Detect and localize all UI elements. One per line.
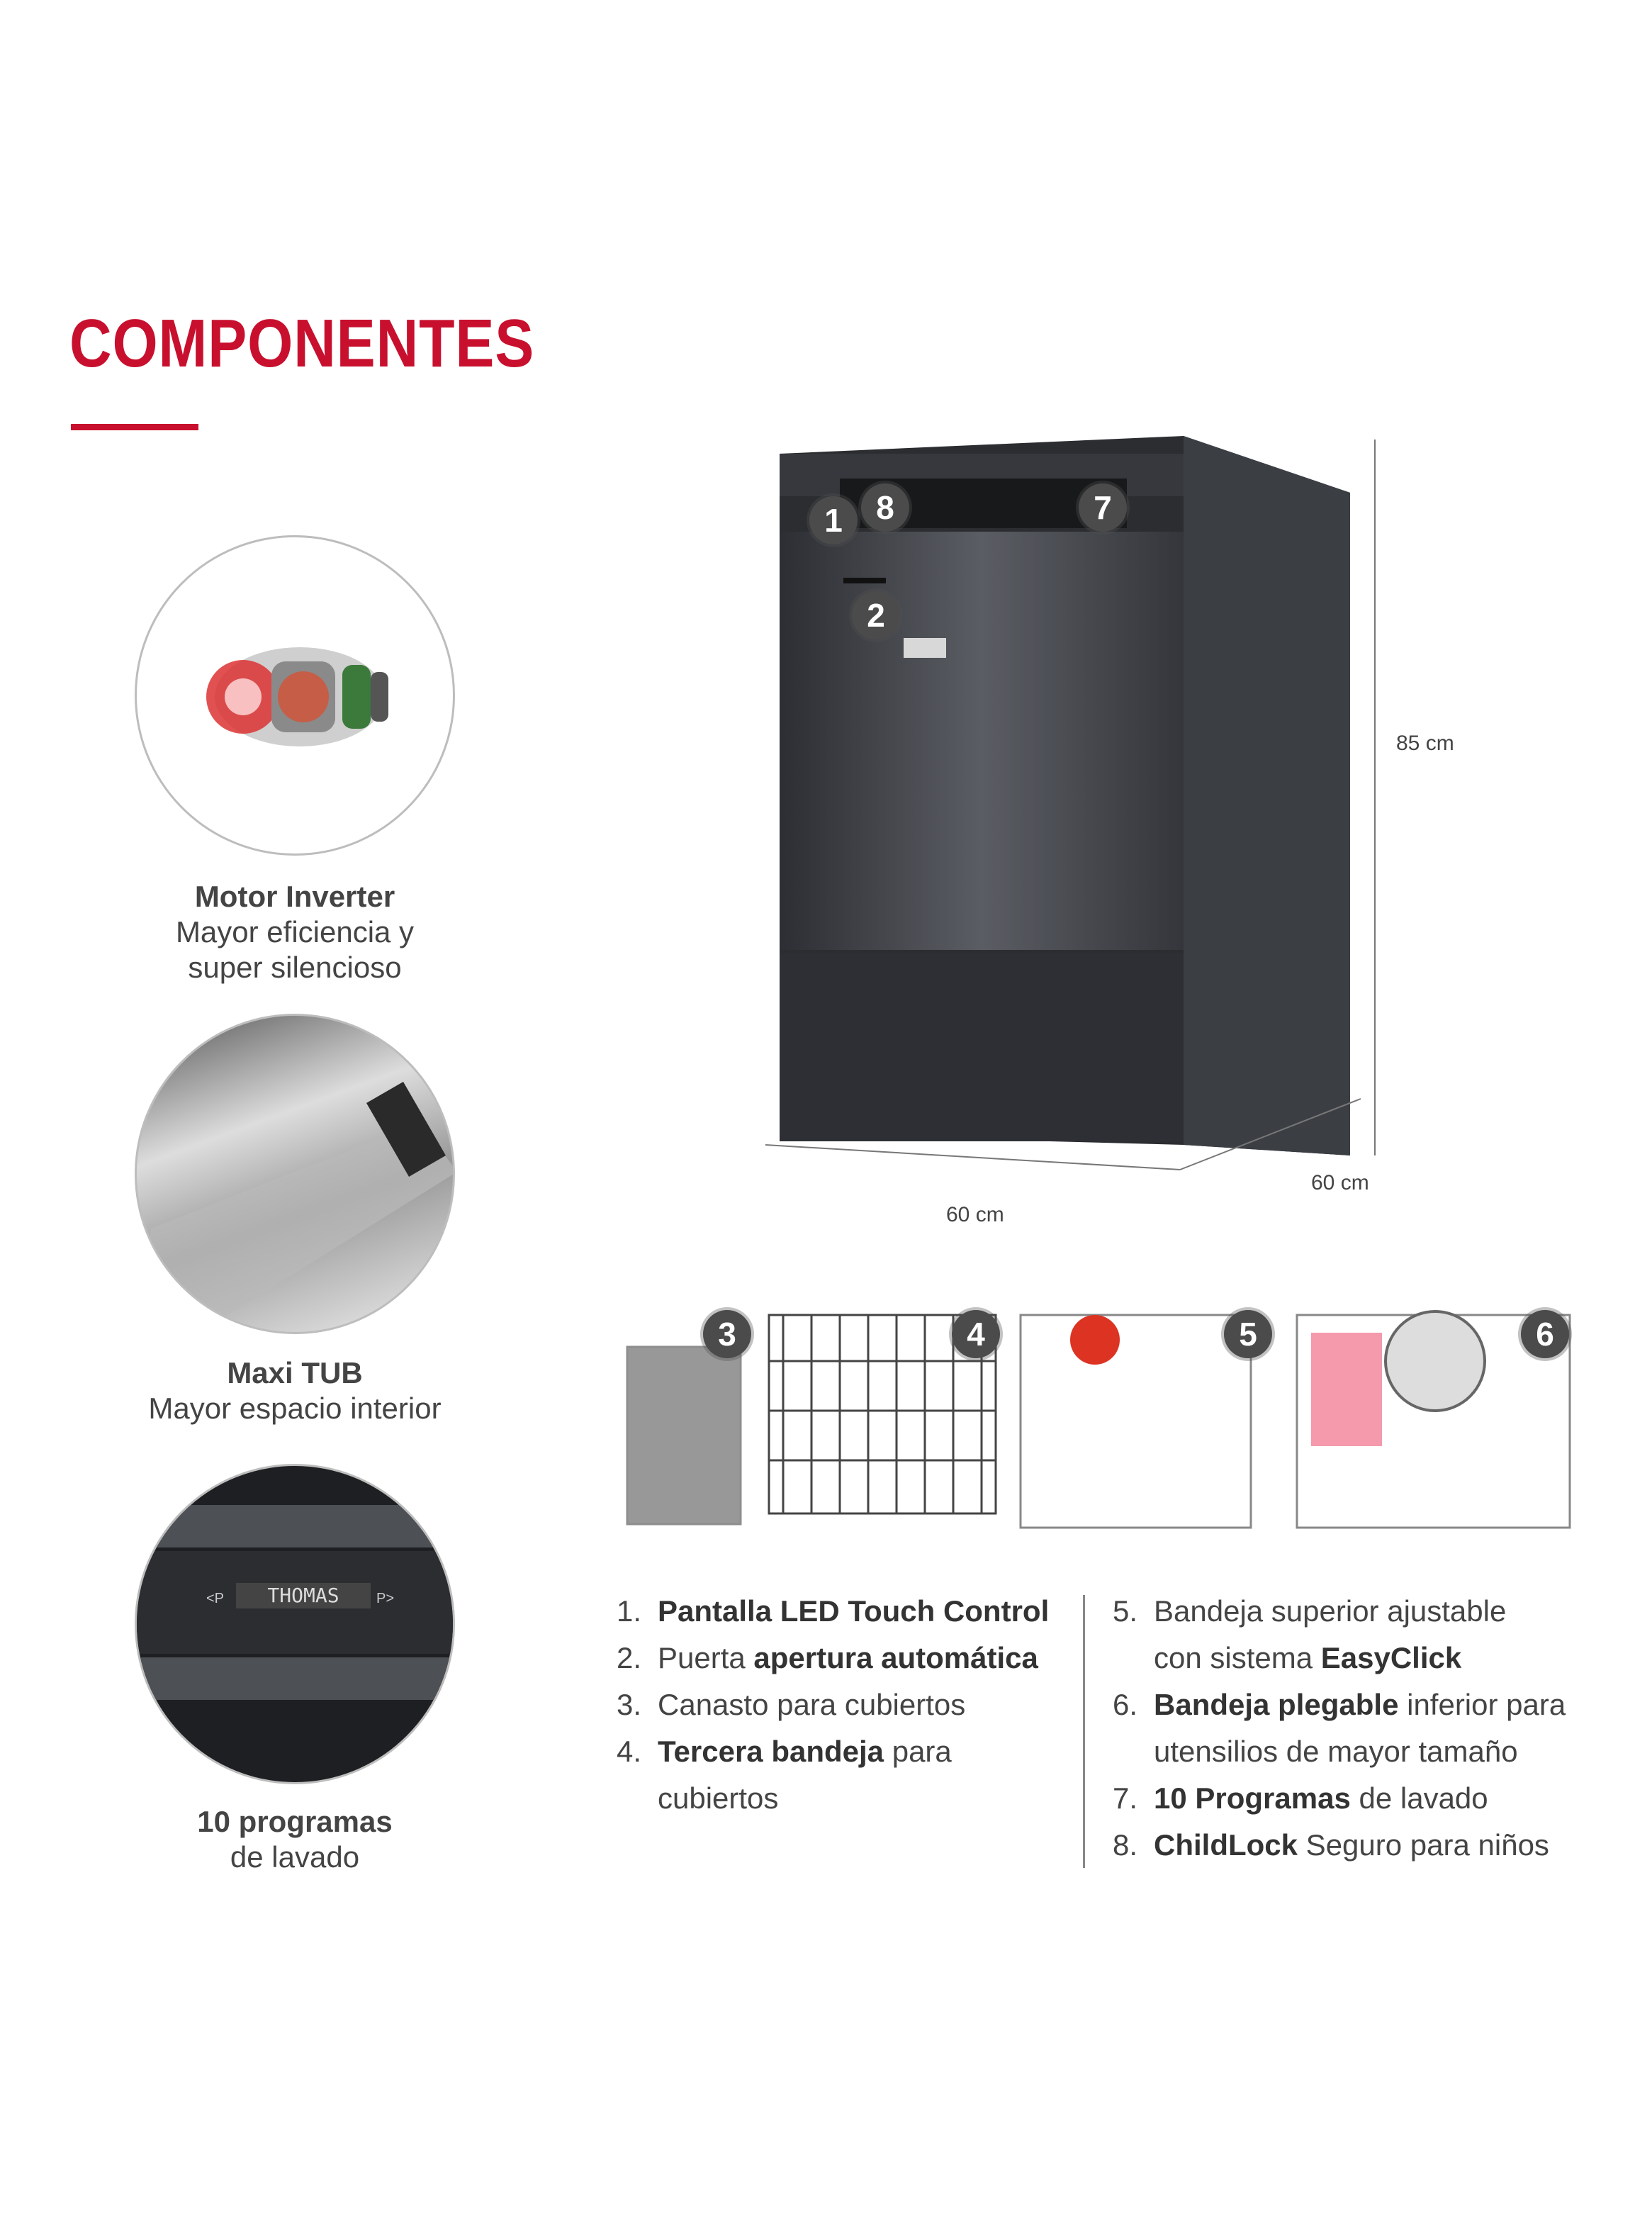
list-number: 6. xyxy=(1113,1688,1138,1721)
feature-caption-motor: Motor Inverter Mayor eficiencia y super … xyxy=(82,879,507,985)
list-item: 2. Puerta apertura automática xyxy=(617,1635,1049,1681)
list-divider xyxy=(1083,1595,1085,1868)
list-text: utensilios de mayor tamaño xyxy=(1154,1735,1518,1768)
feature-caption-tub: Maxi TUB Mayor espacio interior xyxy=(82,1355,507,1426)
program-display: THOMAS xyxy=(236,1583,371,1608)
callout-badge-3: 3 xyxy=(703,1310,751,1358)
component-list-right: 5. Bandeja superior ajustable con sistema … xyxy=(1113,1588,1566,1869)
feature-line: Mayor eficiencia y xyxy=(175,915,415,948)
list-item: con sistema EasyClick xyxy=(1113,1635,1566,1681)
next-program-label: P> xyxy=(376,1591,395,1606)
list-number: 4. xyxy=(617,1735,642,1768)
list-text: Pantalla LED Touch Control xyxy=(658,1594,1050,1628)
list-text: Puerta xyxy=(658,1641,754,1674)
list-item: 8. ChildLock Seguro para niños xyxy=(1113,1822,1566,1869)
callout-badge-1: 1 xyxy=(809,496,858,544)
callout-badge-2: 2 xyxy=(852,591,900,639)
list-item: 3. Canasto para cubiertos xyxy=(617,1681,1049,1728)
list-item: 4. Tercera bandeja para xyxy=(617,1728,1049,1775)
callout-badge-5: 5 xyxy=(1224,1310,1272,1358)
list-number: 5. xyxy=(1113,1594,1138,1628)
component-list-left: 1. Pantalla LED Touch Control 2. Puerta ape… xyxy=(617,1588,1049,1822)
list-number: 2. xyxy=(617,1641,642,1674)
list-item: 6. Bandeja plegable inferior para xyxy=(1113,1681,1566,1728)
list-item: cubiertos xyxy=(617,1775,1049,1822)
feature-title: Motor Inverter xyxy=(194,880,395,913)
list-text: apertura automática xyxy=(753,1641,1038,1674)
list-text: Seguro para niños xyxy=(1298,1828,1549,1862)
list-text: con sistema xyxy=(1154,1641,1321,1674)
callout-badge-8: 8 xyxy=(861,483,909,532)
racks-image xyxy=(626,1310,1571,1529)
motor-inverter-image xyxy=(135,535,455,856)
list-number: 8. xyxy=(1113,1828,1138,1862)
list-text: de lavado xyxy=(1350,1781,1488,1815)
list-item: 1. Pantalla LED Touch Control xyxy=(617,1588,1049,1635)
list-text: inferior para xyxy=(1398,1688,1566,1721)
prev-program-label: <P xyxy=(206,1591,225,1606)
callout-badge-7: 7 xyxy=(1079,483,1127,532)
callout-badge-6: 6 xyxy=(1521,1310,1569,1358)
list-item: utensilios de mayor tamaño xyxy=(1113,1728,1566,1775)
title-underline xyxy=(71,424,198,430)
list-text: cubiertos xyxy=(658,1781,779,1815)
list-number: 1. xyxy=(617,1594,642,1628)
list-text: EasyClick xyxy=(1320,1641,1462,1674)
feature-line: super silencioso xyxy=(188,951,402,984)
list-text: para xyxy=(884,1735,952,1768)
dishwasher-image xyxy=(765,436,1376,1170)
page-title: COMPONENTES xyxy=(69,306,535,381)
depth-dimension: 60 cm xyxy=(1311,1171,1369,1194)
list-item: 7. 10 Programas de lavado xyxy=(1113,1775,1566,1822)
list-text: 10 Programas xyxy=(1154,1781,1351,1815)
feature-line: Mayor espacio interior xyxy=(148,1392,442,1425)
list-text: Tercera bandeja xyxy=(658,1735,884,1768)
maxi-tub-image xyxy=(135,1014,455,1334)
height-dimension: 85 cm xyxy=(1396,732,1454,755)
feature-title: Maxi TUB xyxy=(227,1356,363,1389)
list-item: 5. Bandeja superior ajustable xyxy=(1113,1588,1566,1635)
feature-caption-programs: 10 programas de lavado xyxy=(82,1804,507,1875)
width-dimension: 60 cm xyxy=(946,1203,1004,1226)
list-text: Bandeja superior ajustable xyxy=(1154,1594,1507,1628)
feature-title: 10 programas xyxy=(197,1805,393,1838)
programs-display-image: <P THOMAS P> xyxy=(135,1464,455,1784)
feature-line: de lavado xyxy=(230,1840,360,1874)
list-text: Bandeja plegable xyxy=(1154,1688,1399,1721)
list-text: Canasto para cubiertos xyxy=(658,1688,966,1721)
callout-badge-4: 4 xyxy=(952,1310,1000,1358)
list-number: 7. xyxy=(1113,1781,1138,1815)
list-text: ChildLock xyxy=(1154,1828,1298,1862)
list-number: 3. xyxy=(617,1688,642,1721)
tub-icon xyxy=(137,1082,453,1332)
motor-icon xyxy=(206,647,388,746)
